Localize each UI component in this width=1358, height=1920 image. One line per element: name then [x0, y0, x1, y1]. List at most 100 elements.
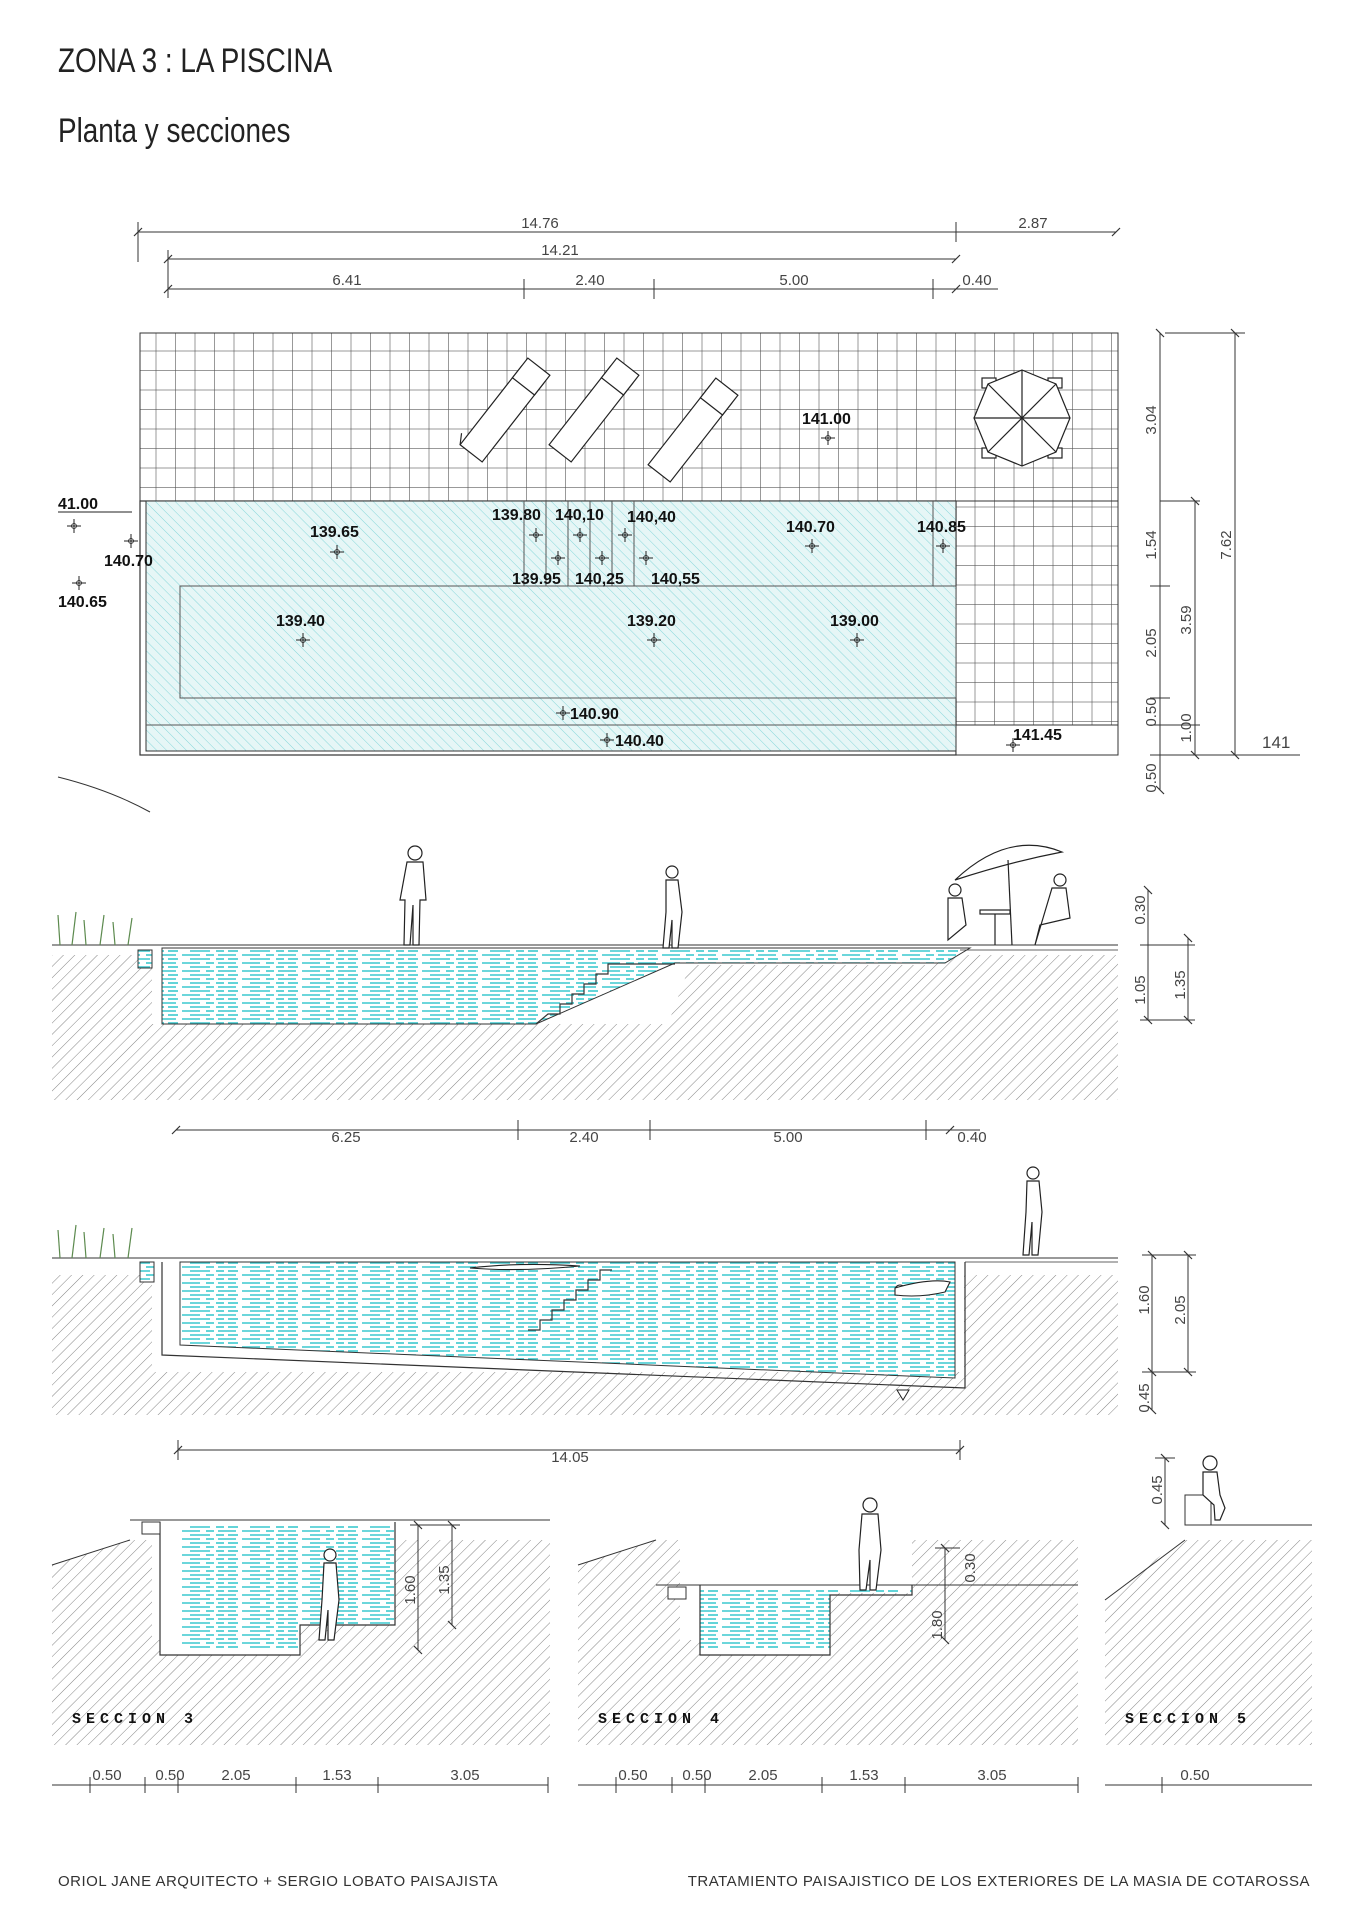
svg-text:141: 141: [1262, 733, 1290, 752]
svg-text:3.59: 3.59: [1178, 605, 1195, 634]
level-141-45: 141.45: [1013, 727, 1062, 744]
level-140-70-b: 140.70: [104, 553, 153, 570]
person-icon: [318, 1548, 340, 1641]
svg-text:0.30: 0.30: [1132, 895, 1149, 924]
footer-project: TRATAMIENTO PAISAJISTICO DE LOS EXTERIOR…: [687, 1873, 1310, 1890]
svg-text:1.35: 1.35: [436, 1565, 453, 1594]
svg-text:1.00: 1.00: [1178, 713, 1195, 742]
drawing-subtitle: Planta y secciones: [58, 112, 291, 150]
plan-pool: [145, 500, 957, 752]
svg-text:3.05: 3.05: [450, 1767, 479, 1784]
person-icon: [858, 1497, 882, 1591]
plan-dimensions-right: [1150, 328, 1300, 795]
level-140-70-a: 140.70: [786, 519, 835, 536]
svg-text:0.50: 0.50: [92, 1767, 121, 1784]
level-140-85: 140.85: [917, 519, 966, 536]
svg-text:1.60: 1.60: [1136, 1285, 1153, 1314]
level-140-55: 140,55: [651, 571, 700, 588]
level-41-00: 41.00: [58, 496, 98, 513]
vegetation-icon: [57, 911, 133, 946]
section-1-dimension-labels: 0.30 1.05 1.35 6.25 2.40 5.00 0.40: [331, 895, 1189, 1146]
svg-text:3.05: 3.05: [977, 1767, 1006, 1784]
svg-text:0.40: 0.40: [957, 1129, 986, 1146]
svg-text:0.50: 0.50: [155, 1767, 184, 1784]
parasol-icon: [947, 844, 1071, 946]
section-3-dimension-labels: 1.60 1.35 0.50 0.50 2.05 1.53 3.05: [92, 1565, 479, 1784]
level-140-25: 140,25: [575, 571, 624, 588]
level-141-00: 141.00: [802, 411, 851, 428]
svg-text:0.45: 0.45: [1136, 1383, 1153, 1412]
svg-text:14.05: 14.05: [551, 1449, 589, 1466]
level-140-65: 140.65: [58, 594, 107, 611]
section-5-label: SECCION 5: [1125, 1711, 1251, 1728]
svg-text:5.00: 5.00: [773, 1129, 802, 1146]
plan-dimensions-top: [133, 222, 1121, 299]
section-4: SECCION 4: [577, 1497, 1078, 1745]
svg-text:2.05: 2.05: [221, 1767, 250, 1784]
section-1-dimensions: [171, 885, 1195, 1140]
dim-seg-3: 5.00: [779, 272, 808, 289]
plan-dimension-labels-top: 14.76 2.87 14.21 6.41 2.40 5.00 0.40: [332, 215, 1047, 289]
svg-text:1.60: 1.60: [402, 1575, 419, 1604]
dim-total-a: 14.76: [521, 215, 559, 232]
dim-seg-4: 0.40: [962, 272, 991, 289]
svg-text:1.53: 1.53: [849, 1767, 878, 1784]
section-3-label: SECCION 3: [72, 1711, 198, 1728]
level-139-20: 139.20: [627, 613, 676, 630]
person-icon: [1202, 1455, 1226, 1521]
svg-text:1.53: 1.53: [322, 1767, 351, 1784]
level-139-95: 139.95: [512, 571, 561, 588]
svg-text:0.50: 0.50: [1143, 697, 1160, 726]
vegetation-icon: [57, 1224, 133, 1259]
section-4-label: SECCION 4: [598, 1711, 724, 1728]
section-2-dimension-labels: 1.60 2.05 0.45 14.05: [551, 1285, 1189, 1466]
sun-lounger-icon: [459, 357, 739, 483]
section-5-dimensions: [1105, 1453, 1312, 1793]
parasol-icon: [973, 369, 1071, 467]
plan-level-markers: 141.00 139.80 140,10 140,40 139.65 140.7…: [58, 411, 1062, 753]
section-2: [52, 1166, 1118, 1415]
svg-text:0.50: 0.50: [682, 1767, 711, 1784]
svg-text:0.30: 0.30: [962, 1553, 979, 1582]
dim-seg-1: 6.41: [332, 272, 361, 289]
svg-text:1.54: 1.54: [1143, 530, 1160, 559]
section-4-dimension-labels: 0.30 1.80 0.50 0.50 2.05 1.53 3.05: [618, 1553, 1006, 1784]
svg-text:0.50: 0.50: [1180, 1767, 1209, 1784]
plan-deck: [139, 332, 1119, 756]
svg-text:6.25: 6.25: [331, 1129, 360, 1146]
svg-text:0.50: 0.50: [1143, 763, 1160, 792]
svg-text:7.62: 7.62: [1218, 530, 1235, 559]
section-1: [52, 844, 1118, 1100]
svg-text:2.05: 2.05: [748, 1767, 777, 1784]
swimmer-icon: [469, 1263, 951, 1297]
section-4-dimensions: [578, 1543, 1079, 1793]
level-140-10: 140,10: [555, 507, 604, 524]
svg-text:0.45: 0.45: [1149, 1475, 1166, 1504]
level-139-40: 139.40: [276, 613, 325, 630]
svg-text:2.40: 2.40: [569, 1129, 598, 1146]
person-icon: [399, 845, 683, 949]
dim-seg-2: 2.40: [575, 272, 604, 289]
level-140-40-b: 140.40: [615, 733, 664, 750]
footer-credits: ORIOL JANE ARQUITECTO + SERGIO LOBATO PA…: [58, 1873, 499, 1890]
svg-text:2.05: 2.05: [1172, 1295, 1189, 1324]
dim-total-b: 2.87: [1018, 215, 1047, 232]
level-139-00: 139.00: [830, 613, 879, 630]
level-139-80: 139.80: [492, 507, 541, 524]
dim-total-c: 14.21: [541, 242, 579, 259]
person-icon: [1022, 1166, 1043, 1256]
section-3: SECCION 3: [51, 1518, 550, 1745]
svg-text:3.04: 3.04: [1143, 405, 1160, 434]
section-5: SECCION 5: [1104, 1455, 1312, 1745]
level-140-90: 140.90: [570, 706, 619, 723]
plan-dimension-labels-right: 3.04 1.54 3.59 7.62 2.05 0.50 1.00 0.50 …: [1143, 405, 1290, 792]
level-139-65: 139.65: [310, 524, 359, 541]
svg-text:1.35: 1.35: [1172, 970, 1189, 999]
svg-text:1.80: 1.80: [929, 1610, 946, 1639]
site-boundary-arc: [57, 776, 151, 813]
level-140-40: 140,40: [627, 509, 676, 526]
svg-text:0.50: 0.50: [618, 1767, 647, 1784]
svg-text:1.05: 1.05: [1132, 975, 1149, 1004]
drawing-title: ZONA 3 : LA PISCINA: [58, 42, 333, 80]
